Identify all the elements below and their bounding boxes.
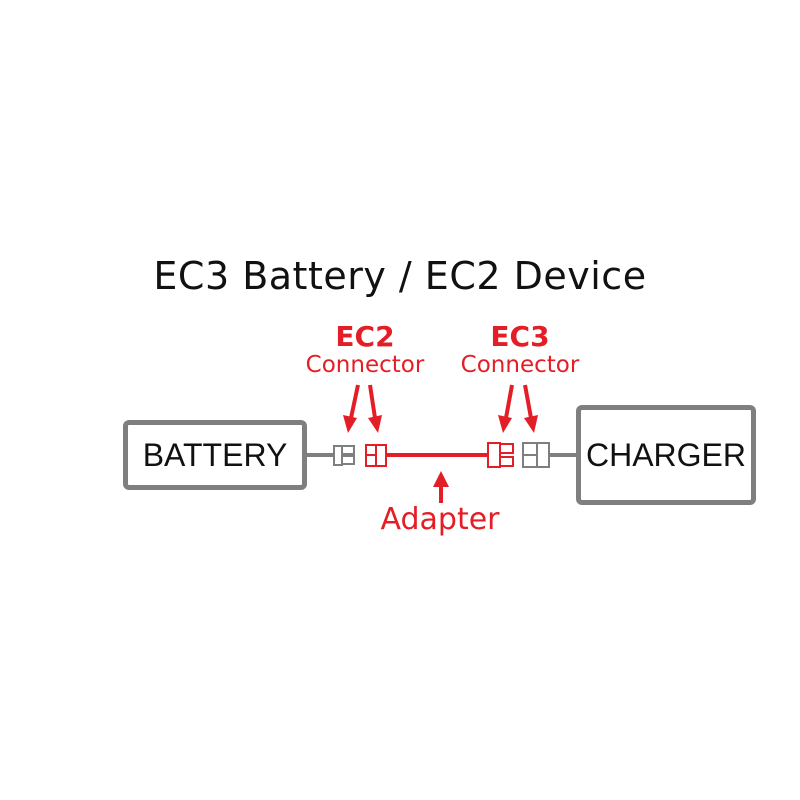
battery-box: BATTERY bbox=[123, 420, 307, 490]
charger-label: CHARGER bbox=[585, 436, 746, 473]
ec3-code: EC3 bbox=[490, 320, 550, 353]
ec2-connector-text: Connector bbox=[305, 352, 425, 378]
diagram-title: EC3 Battery / EC2 Device bbox=[153, 254, 647, 298]
battery-label: BATTERY bbox=[142, 436, 288, 473]
ec3-connector-label: EC3 Connector bbox=[445, 320, 595, 379]
ec3-arrows-icon bbox=[498, 384, 538, 433]
adapter-arrow-icon bbox=[433, 471, 449, 503]
ec3-connector-text: Connector bbox=[460, 352, 580, 378]
ec2-arrows-icon bbox=[343, 384, 382, 433]
ec2-code: EC2 bbox=[335, 320, 395, 353]
charger-plug-icon bbox=[522, 442, 550, 468]
adapter-label: Adapter bbox=[380, 502, 500, 537]
ec2-plug-icon bbox=[365, 444, 387, 467]
battery-plug-icon bbox=[333, 445, 355, 466]
charger-box: CHARGER bbox=[576, 405, 756, 505]
ec3-plug-icon bbox=[487, 442, 514, 468]
ec2-connector-label: EC2 Connector bbox=[290, 320, 440, 379]
